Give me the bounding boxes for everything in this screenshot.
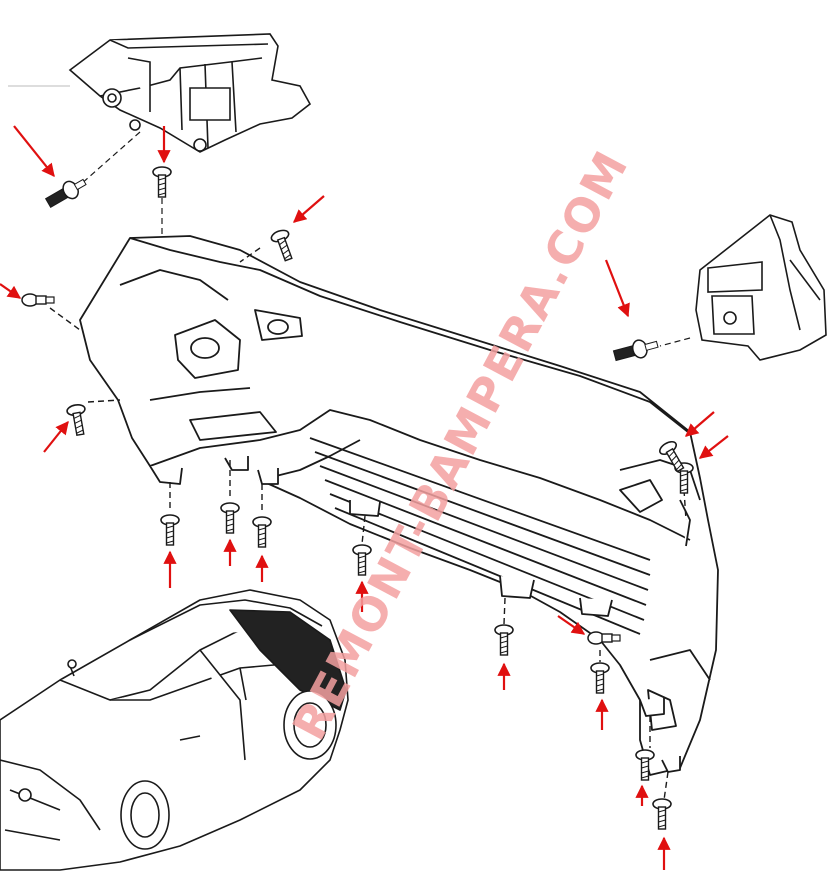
push-clip [44,178,87,209]
screw [152,166,172,198]
callout-arrow [684,411,715,437]
callout-arrow [43,420,69,453]
callout-arrow [293,195,325,223]
callout-arrow [557,615,586,635]
callout-arrow [604,259,630,318]
callout-arrow [698,435,729,459]
fastener-guides [49,247,691,801]
screw [652,798,672,830]
screw [220,502,240,534]
screw [590,662,610,694]
push-clip [612,339,659,362]
screw [269,227,298,264]
screw [252,516,272,548]
reference-car [0,589,349,871]
clip [21,293,55,307]
screw [65,402,91,437]
callout-arrows [0,125,729,870]
left-bracket [68,33,312,153]
callout-arrow [0,283,22,299]
screw [494,624,514,656]
screw [160,514,180,546]
screw [352,544,372,576]
rear-bumper-cover [79,235,719,776]
callout-arrow [13,125,55,178]
right-bracket [695,214,827,361]
